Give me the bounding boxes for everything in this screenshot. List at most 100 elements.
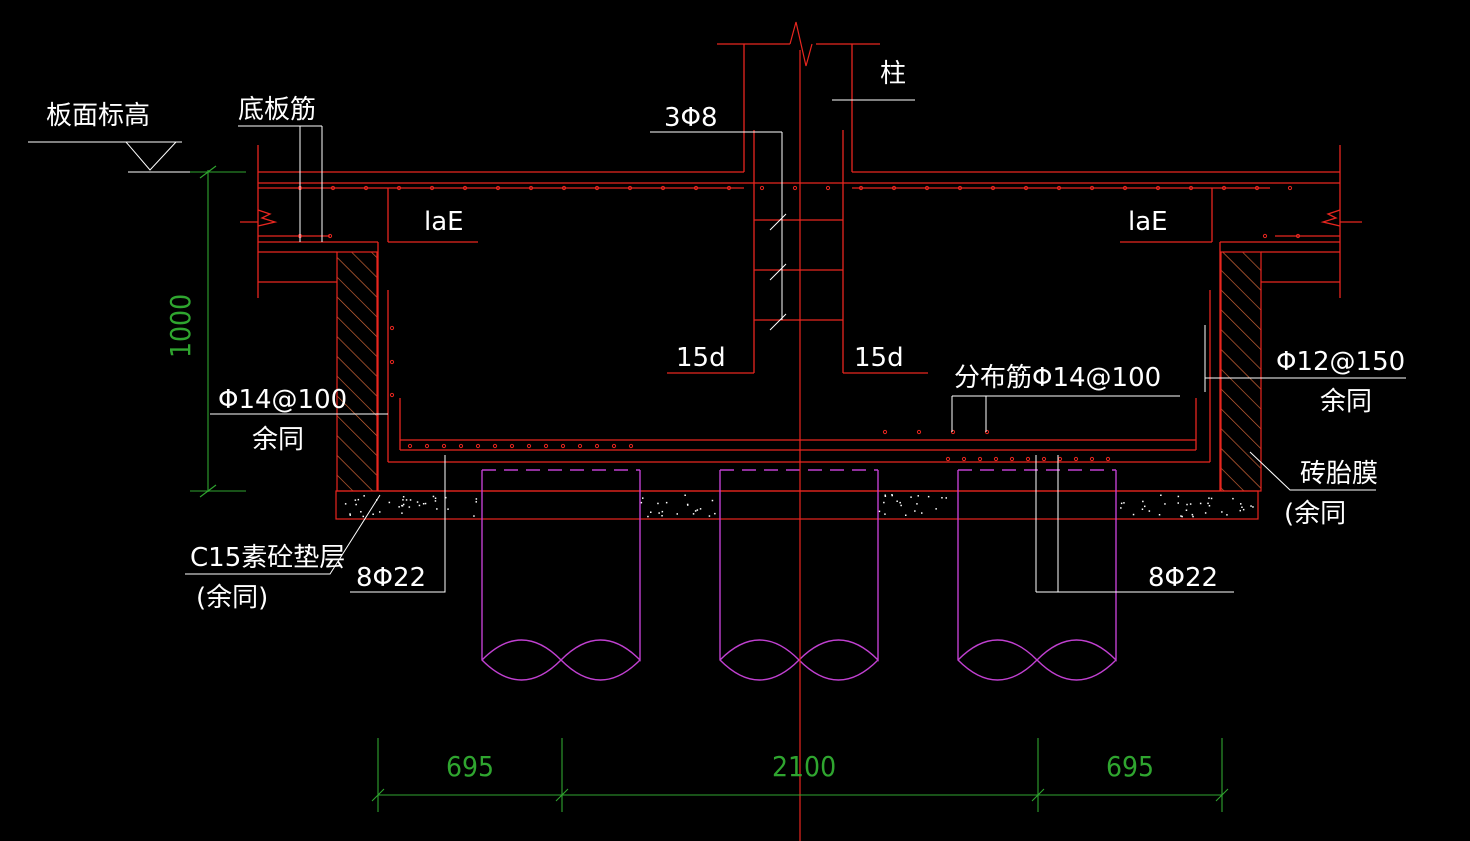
concrete-outline bbox=[240, 43, 1362, 492]
bedding-speckle bbox=[910, 496, 912, 498]
bedding-speckle bbox=[1199, 502, 1202, 505]
rebar-dot bbox=[1057, 456, 1063, 462]
bedding-speckle bbox=[1240, 503, 1242, 505]
bedding-speckle bbox=[1232, 497, 1234, 500]
rebar-dot bbox=[389, 392, 395, 398]
bedding-speckle bbox=[408, 506, 411, 508]
rebar-dot bbox=[1188, 185, 1194, 191]
bedding-speckle bbox=[1123, 502, 1125, 504]
column-label: 柱 bbox=[880, 59, 906, 89]
rebar-dot bbox=[993, 456, 999, 462]
rebar-dot bbox=[693, 185, 699, 191]
bedding-speckle bbox=[1189, 503, 1192, 505]
bedding-speckle bbox=[355, 503, 357, 506]
rebar-dot bbox=[1089, 456, 1095, 462]
bedding-speckle bbox=[694, 510, 697, 512]
bedding-speckle bbox=[401, 512, 403, 514]
rebar-dot bbox=[429, 185, 435, 191]
piles bbox=[481, 469, 1117, 681]
bedding-speckle bbox=[945, 497, 947, 499]
bedding-speckle bbox=[658, 512, 660, 514]
bedding-speckle bbox=[665, 501, 668, 504]
bedding-speckle bbox=[891, 494, 893, 496]
rebar-dot bbox=[462, 185, 468, 191]
bedding-speckle bbox=[676, 513, 678, 515]
rebar-dot bbox=[1073, 456, 1079, 462]
rebar-dot bbox=[611, 443, 617, 449]
rebar-dot bbox=[424, 443, 430, 449]
rebar-dot bbox=[330, 185, 336, 191]
bedding-speckle bbox=[687, 504, 689, 506]
bedding-speckle bbox=[699, 508, 702, 510]
distribution-bar-label: 分布筋Φ14@100 bbox=[954, 363, 1161, 393]
rebar-dot bbox=[363, 185, 369, 191]
bedding-speckle bbox=[362, 515, 364, 518]
rebar-dot bbox=[526, 443, 532, 449]
bedding-speckle bbox=[416, 501, 419, 503]
bedding-speckle bbox=[640, 501, 643, 504]
bedding-speckle bbox=[1120, 507, 1122, 509]
rebar-dot bbox=[509, 443, 515, 449]
rebar-dot bbox=[396, 185, 402, 191]
bedding-speckle bbox=[405, 499, 408, 501]
bedding-speckle bbox=[884, 494, 886, 496]
bedding-speckle bbox=[398, 506, 400, 508]
main-bar-left-label: 8Φ22 bbox=[356, 563, 426, 593]
bedding-speckle bbox=[1164, 503, 1166, 505]
rebar-dot bbox=[825, 185, 831, 191]
bedding-speckle bbox=[475, 501, 477, 503]
rebar-dot bbox=[458, 443, 464, 449]
bedding-speckle bbox=[714, 512, 716, 515]
bend-left-label: 15d bbox=[676, 343, 726, 373]
rebar-dot bbox=[660, 185, 666, 191]
bedding-label: C15素砼垫层 bbox=[190, 543, 345, 573]
pile-2 bbox=[719, 470, 879, 681]
bedding-speckle bbox=[661, 515, 663, 517]
rebar-dot bbox=[561, 185, 567, 191]
bedding-speckle bbox=[661, 510, 664, 513]
brick-formwork bbox=[336, 251, 1262, 492]
bedding-speckle bbox=[1144, 505, 1146, 508]
anchor-left-label: laE bbox=[424, 207, 464, 237]
bedding-speckle bbox=[916, 503, 918, 505]
rebar-dot bbox=[577, 443, 583, 449]
brick-form-label: 砖胎膜 bbox=[1300, 459, 1378, 489]
rebar-dot bbox=[1009, 456, 1015, 462]
stirrup-label: 3Φ8 bbox=[664, 103, 718, 133]
bedding-speckle bbox=[445, 496, 447, 499]
bedding-speckle bbox=[418, 504, 421, 507]
rebar-dot bbox=[389, 359, 395, 365]
bedding-speckle bbox=[941, 497, 943, 499]
bedding-speckle bbox=[891, 494, 893, 497]
rebar-dot bbox=[475, 443, 481, 449]
anchor-right-label: laE bbox=[1128, 207, 1168, 237]
same-brick-label: (余同 bbox=[1284, 499, 1346, 529]
rebar-dot bbox=[916, 429, 922, 435]
wall-bar-left-label: Φ14@100 bbox=[218, 385, 347, 415]
bedding-speckle bbox=[434, 497, 437, 499]
rebar-dot bbox=[495, 185, 501, 191]
bedding-speckle bbox=[357, 498, 360, 501]
rebar-dot bbox=[990, 185, 996, 191]
bedding-speckle bbox=[905, 514, 907, 516]
bedding-speckle bbox=[409, 499, 412, 501]
bedding-speckle bbox=[402, 499, 404, 501]
rebar-dot bbox=[957, 185, 963, 191]
rebar-dot bbox=[924, 185, 930, 191]
bedding-speckle bbox=[1186, 503, 1188, 506]
bedding-speckle bbox=[372, 513, 374, 515]
bedding-speckle bbox=[1148, 510, 1151, 512]
bedding-speckle bbox=[1242, 508, 1245, 511]
rebar-dot bbox=[441, 443, 447, 449]
bedding-speckle bbox=[432, 495, 435, 498]
bedding-speckle bbox=[1141, 508, 1144, 510]
stirrup-ticks bbox=[769, 213, 787, 331]
bedding-speckle bbox=[473, 515, 475, 517]
rebar-dot bbox=[726, 185, 732, 191]
bedding-speckle bbox=[1185, 509, 1188, 511]
bedding-speckle bbox=[1177, 495, 1180, 498]
same-right-label: 余同 bbox=[1320, 387, 1372, 417]
bend-right-label: 15d bbox=[854, 343, 904, 373]
bedding-speckle bbox=[642, 497, 644, 499]
